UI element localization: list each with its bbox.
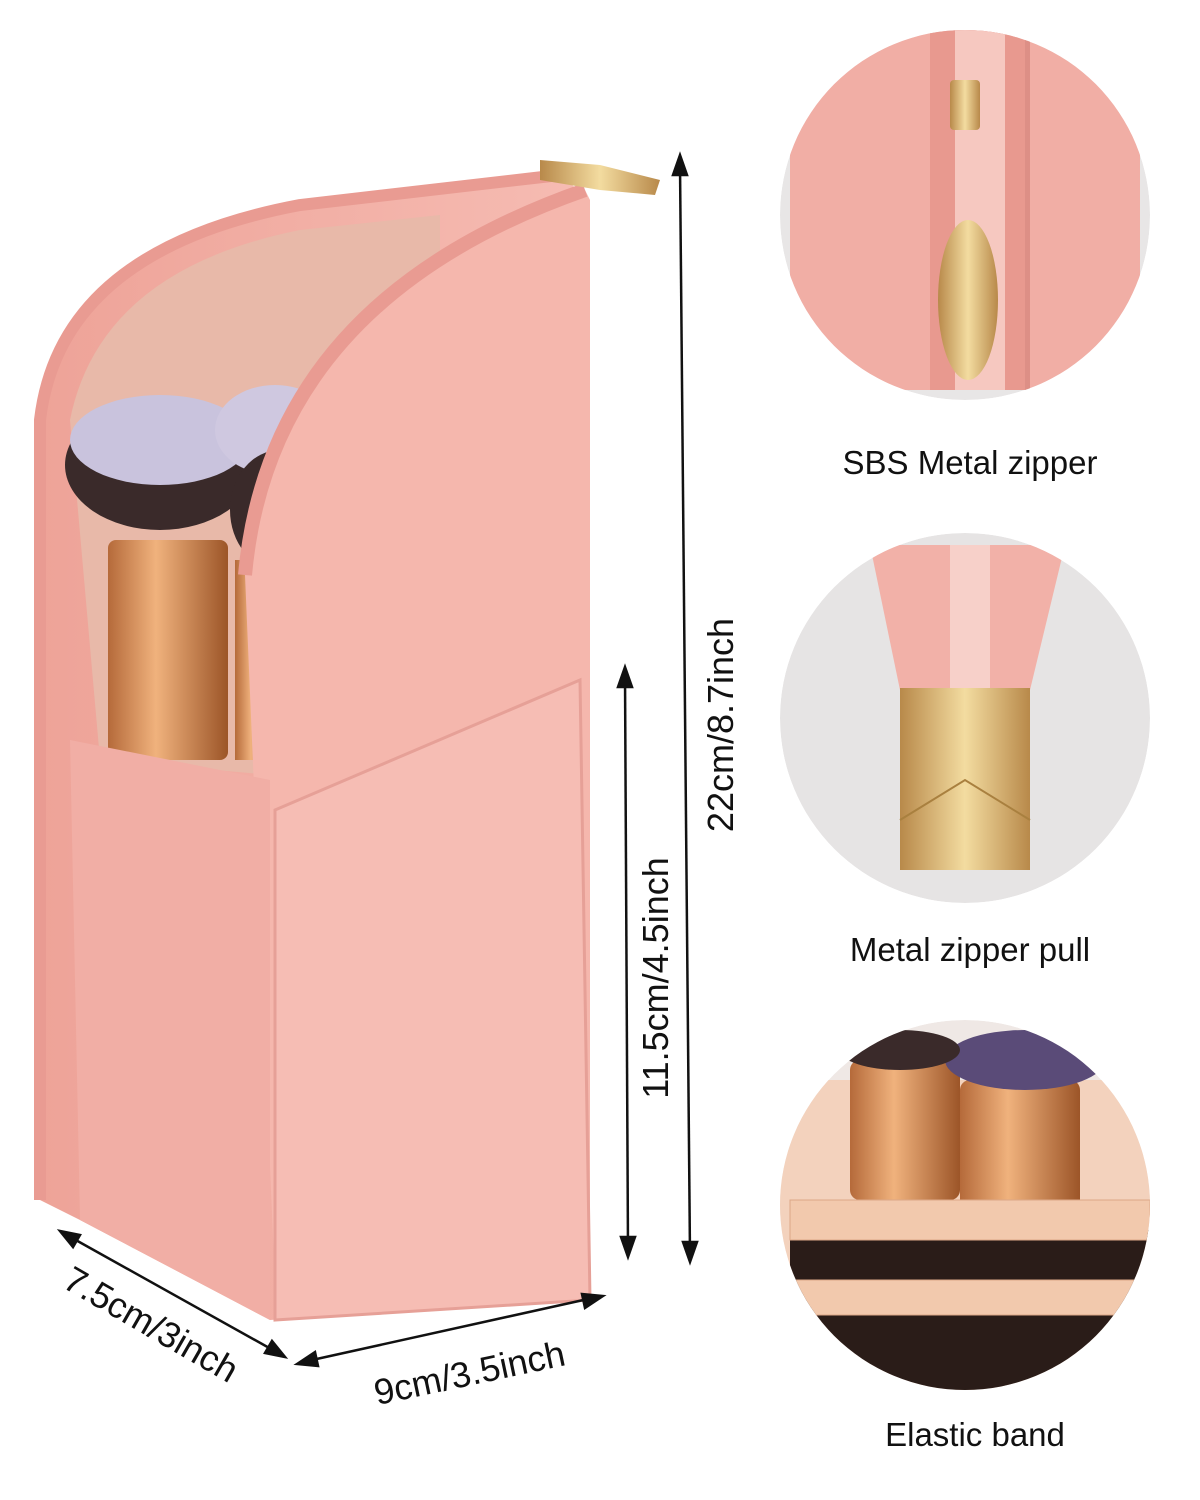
zipper-closeup-image bbox=[780, 30, 1150, 400]
width-label: 9cm/3.5inch bbox=[370, 1333, 568, 1413]
feature-caption-zipper: SBS Metal zipper bbox=[842, 444, 1098, 481]
feature-caption-elastic-band: Elastic band bbox=[885, 1416, 1065, 1453]
height-total-label: 22cm/8.7inch bbox=[700, 618, 741, 832]
zipper-pull-closeup-image bbox=[780, 533, 1150, 903]
height-pocket-label: 11.5cm/4.5inch bbox=[635, 857, 676, 1098]
dimension-lines bbox=[56, 151, 699, 1368]
elastic-band-closeup-image bbox=[780, 1020, 1150, 1390]
cosmetic-bag bbox=[34, 160, 660, 1322]
feature-caption-zipper-pull: Metal zipper pull bbox=[849, 931, 1091, 968]
